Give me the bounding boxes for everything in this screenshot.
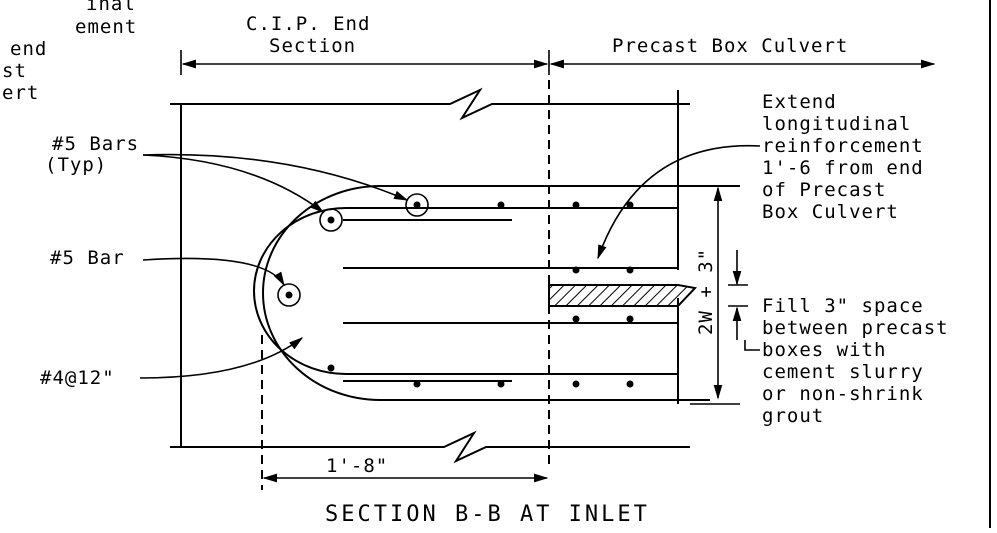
svg-text:or non-shrink: or non-shrink	[762, 383, 924, 405]
svg-text:(Typ): (Typ)	[45, 154, 107, 176]
rebar-dot	[327, 216, 335, 224]
svg-text:Extend: Extend	[762, 91, 837, 113]
leader-5-bars-b	[142, 154, 325, 213]
svg-text:#5 Bars: #5 Bars	[52, 133, 139, 155]
svg-text:inal: inal	[86, 0, 136, 15]
leader-4-at-12	[139, 337, 304, 379]
leader-fill	[744, 340, 760, 351]
rebar-dot	[497, 201, 505, 209]
rebar-dots	[285, 201, 634, 388]
hatched-fill-space	[548, 284, 698, 307]
bar-circle-1	[405, 193, 429, 217]
rebar-dot	[497, 380, 505, 388]
rebar-dot	[572, 266, 580, 274]
rebar-dot	[626, 315, 634, 323]
bar-circle-2	[319, 208, 343, 232]
extend-note: Extend longitudinal reinforcement 1'-6 f…	[762, 91, 924, 223]
leader-5-bars-a	[142, 153, 409, 201]
svg-text:Box Culvert: Box Culvert	[762, 201, 899, 223]
rebar-dot	[626, 380, 634, 388]
bottom-dimension-label: 1'-8"	[326, 455, 388, 477]
rebar-dot	[572, 315, 580, 323]
svg-text:reinforcement: reinforcement	[762, 135, 924, 157]
leader-extend	[597, 144, 761, 260]
svg-text:end: end	[10, 38, 47, 60]
height-dimension-label: 2W + 3"	[695, 248, 717, 335]
bottom-break-line	[170, 430, 690, 464]
callout-5-bars-typ: #5 Bars (Typ)	[45, 133, 139, 176]
svg-text:Fill 3" space: Fill 3" space	[762, 295, 924, 317]
rebar-dot	[413, 201, 421, 209]
rebar-dot	[626, 266, 634, 274]
svg-text:grout: grout	[762, 405, 824, 427]
rebar-dot	[572, 201, 580, 209]
svg-text:boxes with: boxes with	[762, 339, 886, 361]
svg-text:ert: ert	[2, 82, 39, 104]
inner-u-wall	[253, 207, 347, 375]
svg-text:Section: Section	[269, 35, 356, 57]
svg-text:cement slurry: cement slurry	[762, 361, 924, 383]
svg-text:ement: ement	[75, 16, 137, 38]
rebar-dot	[285, 291, 293, 299]
fill-note: Fill 3" space between precast boxes with…	[762, 295, 949, 427]
callout-5-bar: #5 Bar	[50, 247, 125, 269]
svg-text:1'-6 from end: 1'-6 from end	[762, 157, 924, 179]
svg-text:longitudinal: longitudinal	[762, 113, 911, 135]
top-break-line	[170, 87, 690, 121]
corner-note: inal ement end st ert	[2, 0, 137, 104]
svg-text:st: st	[2, 60, 27, 82]
leader-5-bar	[142, 257, 285, 287]
drawing-title: SECTION B-B AT INLET	[325, 502, 650, 527]
cip-end-section-label: C.I.P. End Section	[246, 13, 370, 57]
outer-u-wall	[262, 185, 710, 401]
rebar-dot	[626, 201, 634, 209]
rebar-dot	[413, 380, 421, 388]
precast-box-culvert-label: Precast Box Culvert	[612, 35, 848, 57]
rebar-dot	[327, 364, 335, 372]
svg-text:between precast: between precast	[762, 317, 949, 339]
svg-text:C.I.P. End: C.I.P. End	[246, 13, 370, 35]
callout-4-at-12: #4@12"	[40, 367, 115, 389]
svg-text:of Precast: of Precast	[762, 179, 886, 201]
rebar-dot	[572, 380, 580, 388]
bar-circle-3	[277, 283, 301, 307]
